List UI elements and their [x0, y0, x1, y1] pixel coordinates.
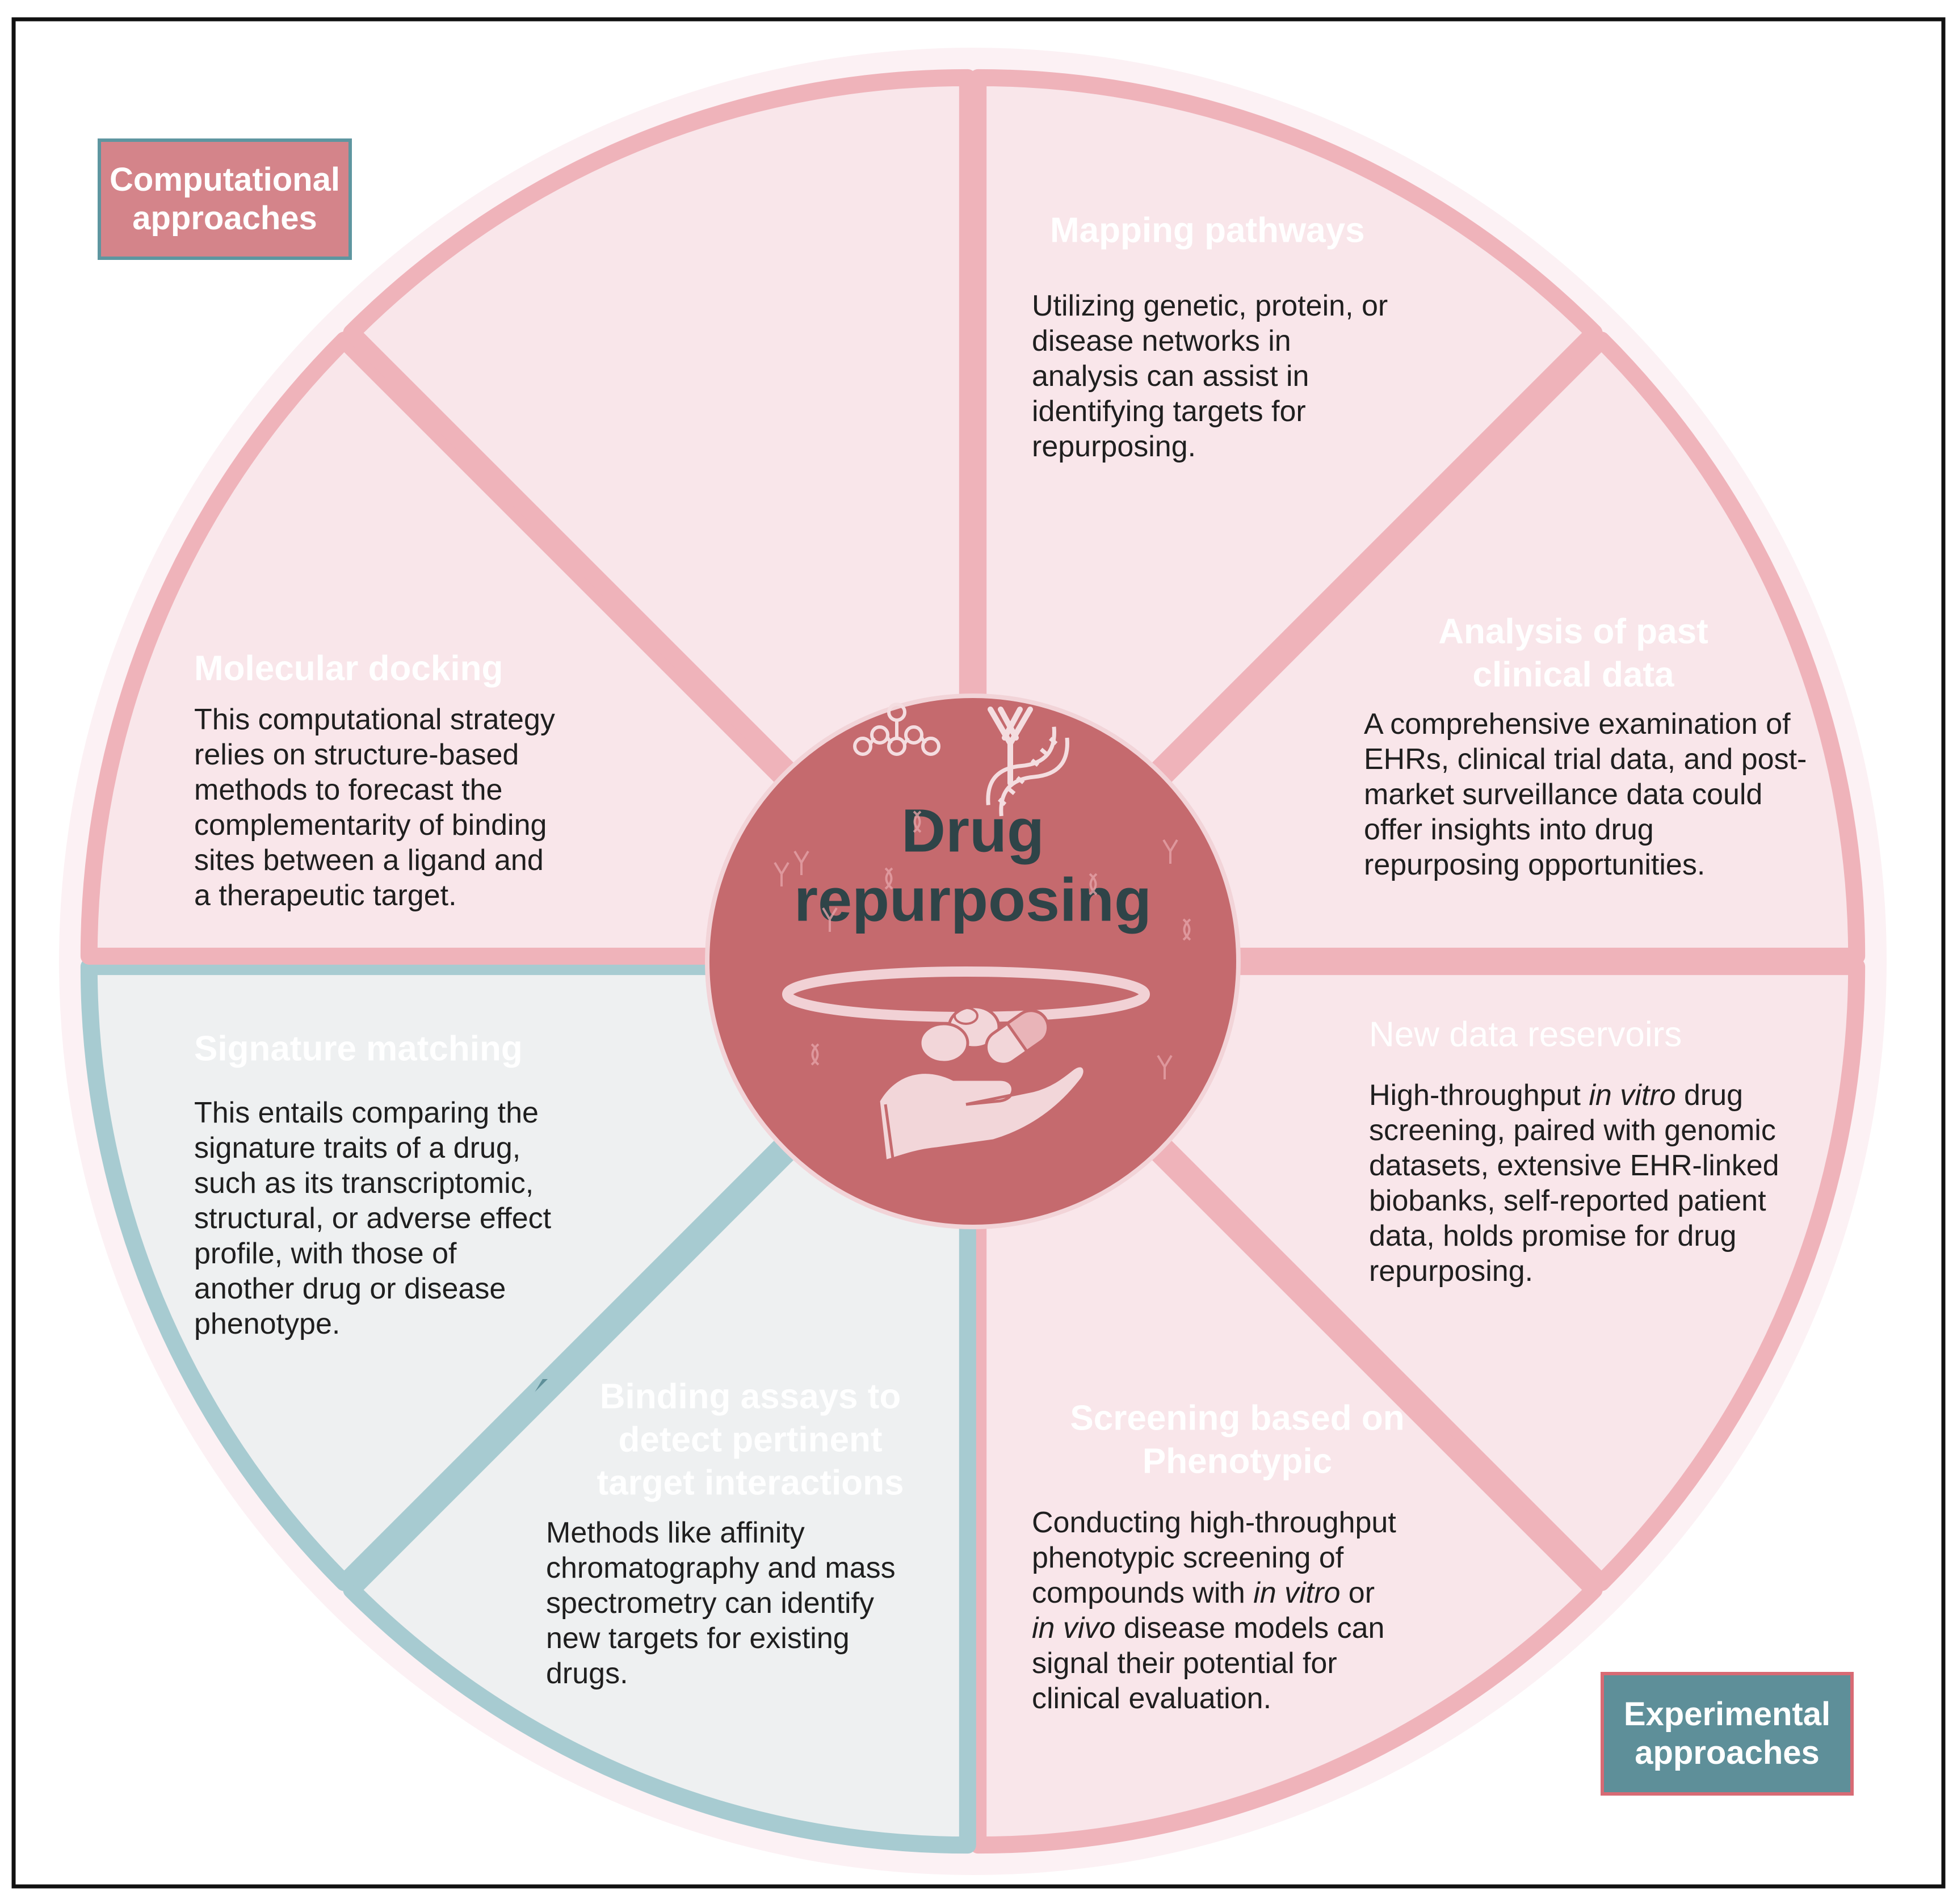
segment-body-line: screening, paired with genomic [1369, 1114, 1776, 1147]
segment-body-line: biobanks, self-reported patient [1369, 1184, 1766, 1217]
segment-analysis-clinical: Analysis of past clinical data A comprehen… [977, 612, 1866, 1591]
segment-body-line: structural, or adverse effect [194, 1202, 552, 1235]
antibody-icon [822, 907, 838, 932]
antibody-icon [793, 850, 809, 875]
legend-experimental-approaches: Experimental approaches [1601, 1672, 1854, 1796]
segment-title: clinical data [1473, 655, 1674, 694]
segment-title: Binding assays to [600, 1377, 901, 1416]
dna-icon [986, 726, 1069, 817]
pill-icon [918, 1005, 1001, 1064]
center-circle [705, 693, 1241, 1229]
dna-icon [884, 867, 893, 890]
molecule-icon [853, 703, 940, 756]
segment-body-line: A comprehensive examination of [1364, 708, 1791, 741]
segment-shape [977, 331, 1866, 965]
segment-body-line: methods to forecast the [194, 774, 502, 806]
segment-title: New data reservoirs [1369, 1015, 1682, 1054]
segment-body-line: new targets for existing [546, 1622, 850, 1655]
center-title-line-1: Drug [901, 796, 1044, 865]
segment-body-line: another drug or disease [194, 1272, 506, 1305]
antibody-icon [988, 707, 1033, 786]
segment-body-line: in vivo disease models can [1032, 1612, 1384, 1645]
segment-title: Signature matching [194, 1029, 523, 1068]
segment-shape [977, 958, 1866, 1591]
segment-body-line: This entails comparing the [194, 1096, 539, 1129]
segment-body-line: datasets, extensive EHR-linked [1369, 1149, 1779, 1182]
segment-body-line: High-throughput in vitro drug [1369, 1079, 1743, 1112]
segment-shape [969, 965, 1603, 1854]
segment-body-line: market surveillance data could [1364, 778, 1762, 811]
segments-layer: Genetic linkageGenes linked to a disease… [80, 69, 1866, 1854]
segment-body-line: Conducting high-throughput [1032, 1506, 1396, 1539]
segment-body-line: This computational strategy [194, 703, 555, 736]
dna-icon [810, 1043, 820, 1066]
segment-body-line: Utilizing genetic, protein, or [1032, 289, 1388, 322]
segment-title: Screening based on [1070, 1398, 1404, 1438]
segment-title: Analysis of past [1438, 612, 1708, 651]
segment-shape [80, 331, 969, 965]
segment-body-line: spectrometry can identify [546, 1587, 874, 1620]
segment-title: detect pertinent [618, 1420, 882, 1459]
segment-body-line: signal their potential for [1032, 1647, 1337, 1680]
segment-body-line: disease networks in [1032, 325, 1291, 358]
segment-title: Mapping pathways [1050, 211, 1365, 250]
segment-body-line: compounds with in vitro or [1032, 1577, 1375, 1609]
antibody-icon [1162, 839, 1178, 864]
capsule-icon [984, 1009, 1050, 1066]
segment-body-line: identifying targets for [1032, 395, 1306, 428]
segment-body-line: offer insights into drug [1364, 813, 1654, 846]
antibody-icon [1157, 1054, 1173, 1079]
segment-body-line: data, holds promise for drug [1369, 1220, 1736, 1252]
segment-body-line: drugs. [546, 1657, 628, 1690]
dna-icon [1089, 873, 1098, 896]
antibody-icon [774, 861, 789, 886]
segment-body-line: EHRs, clinical trial data, and post- [1364, 743, 1807, 776]
segment-title: target interactions [597, 1463, 904, 1502]
center-title-line-2: repurposing [794, 865, 1152, 934]
segment-shape [80, 958, 969, 1591]
segment-title: Molecular docking [194, 649, 503, 688]
segment-body-line: Methods like affinity [546, 1516, 805, 1549]
segment-body-line: profile, with those of [194, 1237, 457, 1270]
figure-frame [11, 17, 1946, 1889]
segment-body-line: signature traits of a drug, [194, 1132, 520, 1165]
segment-body-line: repurposing. [1369, 1255, 1533, 1288]
dna-icon [913, 810, 922, 833]
segment-shape [343, 965, 976, 1854]
segment-body-line: analysis can assist in [1032, 360, 1309, 393]
segment-body-line: phenotypic screening of [1032, 1541, 1344, 1574]
hand-icon [877, 1064, 1086, 1163]
segment-body-line: relies on structure-based [194, 738, 519, 771]
segment-body-line: a therapeutic target. [194, 879, 457, 912]
segment-body-line: sites between a ligand and [194, 844, 544, 877]
segment-body-line: clinical evaluation. [1032, 1682, 1271, 1715]
segment-shape [969, 69, 1603, 957]
segment-shape [343, 69, 976, 957]
segment-body-line: chromatography and mass [546, 1552, 896, 1584]
segment-body-line: repurposing opportunities. [1364, 848, 1705, 881]
segment-body-line: such as its transcriptomic, [194, 1167, 534, 1200]
segment-body-line: complementarity of binding [194, 809, 547, 842]
segment-body-line: phenotype. [194, 1308, 340, 1340]
segment-title: Phenotypic [1143, 1441, 1332, 1481]
dna-icon [1182, 918, 1191, 941]
segment-body-line: repurposing. [1032, 430, 1196, 463]
legend-computational-approaches: Computational approaches [98, 138, 352, 260]
